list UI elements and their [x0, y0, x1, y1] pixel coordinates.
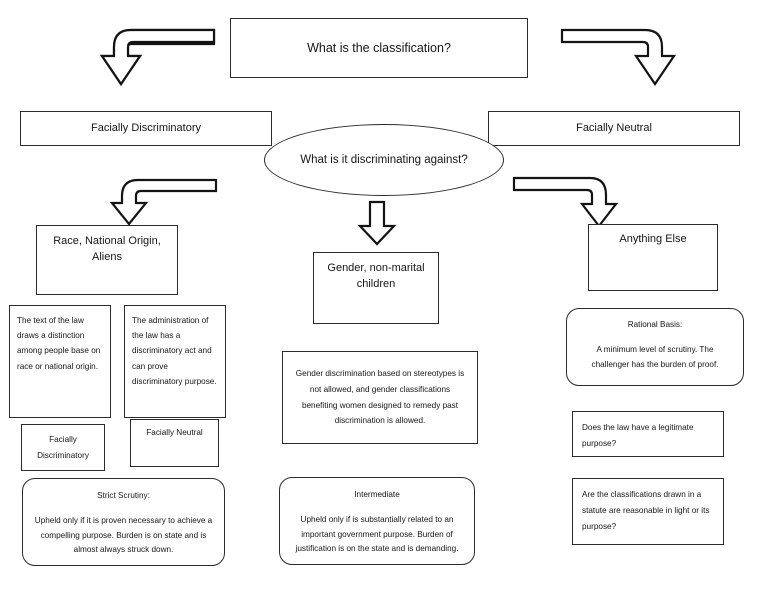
- node-category-gender[interactable]: Gender, non-marital children: [313, 252, 439, 324]
- connector-root-to-facially-discriminatory: [96, 28, 216, 90]
- node-facially-neutral[interactable]: Facially Neutral: [488, 111, 740, 146]
- spacer: [577, 333, 733, 343]
- node-standard-intermediate-heading: Intermediate: [354, 490, 400, 499]
- connector-facially-discriminatory-to-race: [108, 178, 218, 228]
- node-rule-gender-discrimination-label: Gender discrimination based on stereotyp…: [295, 368, 465, 426]
- node-test-administration-of-law-label: The administration of the law has a disc…: [132, 316, 217, 386]
- node-question-legitimate-purpose-label: Does the law have a legitimate purpose?: [582, 423, 694, 448]
- node-category-race-label: Race, National Origin, Aliens: [53, 235, 161, 263]
- node-category-race[interactable]: Race, National Origin, Aliens: [36, 225, 178, 295]
- node-question-reasonable-classification[interactable]: Are the classifications drawn in a statu…: [572, 478, 724, 545]
- node-facially-discriminatory-label: Facially Discriminatory: [90, 121, 202, 134]
- node-standard-strict-scrutiny[interactable]: Strict Scrutiny: Upheld only if it is pr…: [22, 478, 225, 566]
- node-test-text-of-law[interactable]: The text of the law draws a distinction …: [9, 305, 111, 418]
- node-category-anything-else[interactable]: Anything Else: [588, 224, 718, 291]
- node-rule-gender-discrimination[interactable]: Gender discrimination based on stereotyp…: [282, 351, 478, 444]
- node-tag-facially-discriminatory[interactable]: Facially Discriminatory: [21, 424, 105, 471]
- node-tag-facially-neutral[interactable]: Facially Neutral: [130, 419, 219, 467]
- node-root-question-label: What is the classification?: [307, 40, 451, 55]
- node-category-gender-label: Gender, non-marital children: [327, 262, 425, 290]
- connector-decision-to-gender: [357, 200, 398, 246]
- node-root-question[interactable]: What is the classification?: [230, 18, 528, 78]
- node-standard-intermediate-body: Upheld only if is substantially related …: [295, 515, 459, 554]
- node-category-anything-else-label: Anything Else: [619, 233, 687, 245]
- node-standard-strict-scrutiny-body: Upheld only if it is proven necessary to…: [34, 516, 213, 555]
- node-facially-neutral-label: Facially Neutral: [576, 121, 652, 134]
- node-standard-rational-basis-body: A minimum level of scrutiny. The challen…: [591, 344, 719, 369]
- node-standard-intermediate[interactable]: Intermediate Upheld only if is substanti…: [279, 477, 475, 565]
- node-question-reasonable-classification-label: Are the classifications drawn in a statu…: [582, 490, 710, 531]
- node-tag-facially-discriminatory-label: Facially Discriminatory: [37, 434, 89, 460]
- node-facially-discriminatory[interactable]: Facially Discriminatory: [20, 111, 272, 146]
- node-standard-rational-basis-heading: Rational Basis:: [627, 320, 683, 329]
- node-test-text-of-law-label: The text of the law draws a distinction …: [17, 316, 101, 371]
- node-question-legitimate-purpose[interactable]: Does the law have a legitimate purpose?: [572, 411, 724, 457]
- spacer: [33, 503, 214, 514]
- connector-facially-neutral-to-anything-else: [512, 176, 622, 230]
- spacer: [290, 502, 464, 513]
- node-standard-rational-basis[interactable]: Rational Basis: A minimum level of scrut…: [566, 308, 744, 386]
- node-decision-label: What is it discriminating against?: [300, 153, 468, 166]
- node-standard-strict-scrutiny-heading: Strict Scrutiny:: [97, 491, 150, 500]
- connector-root-to-facially-neutral: [560, 28, 680, 90]
- node-tag-facially-neutral-label: Facially Neutral: [146, 428, 203, 437]
- node-test-administration-of-law[interactable]: The administration of the law has a disc…: [124, 305, 226, 418]
- node-decision-discriminating-against[interactable]: What is it discriminating against?: [264, 124, 504, 196]
